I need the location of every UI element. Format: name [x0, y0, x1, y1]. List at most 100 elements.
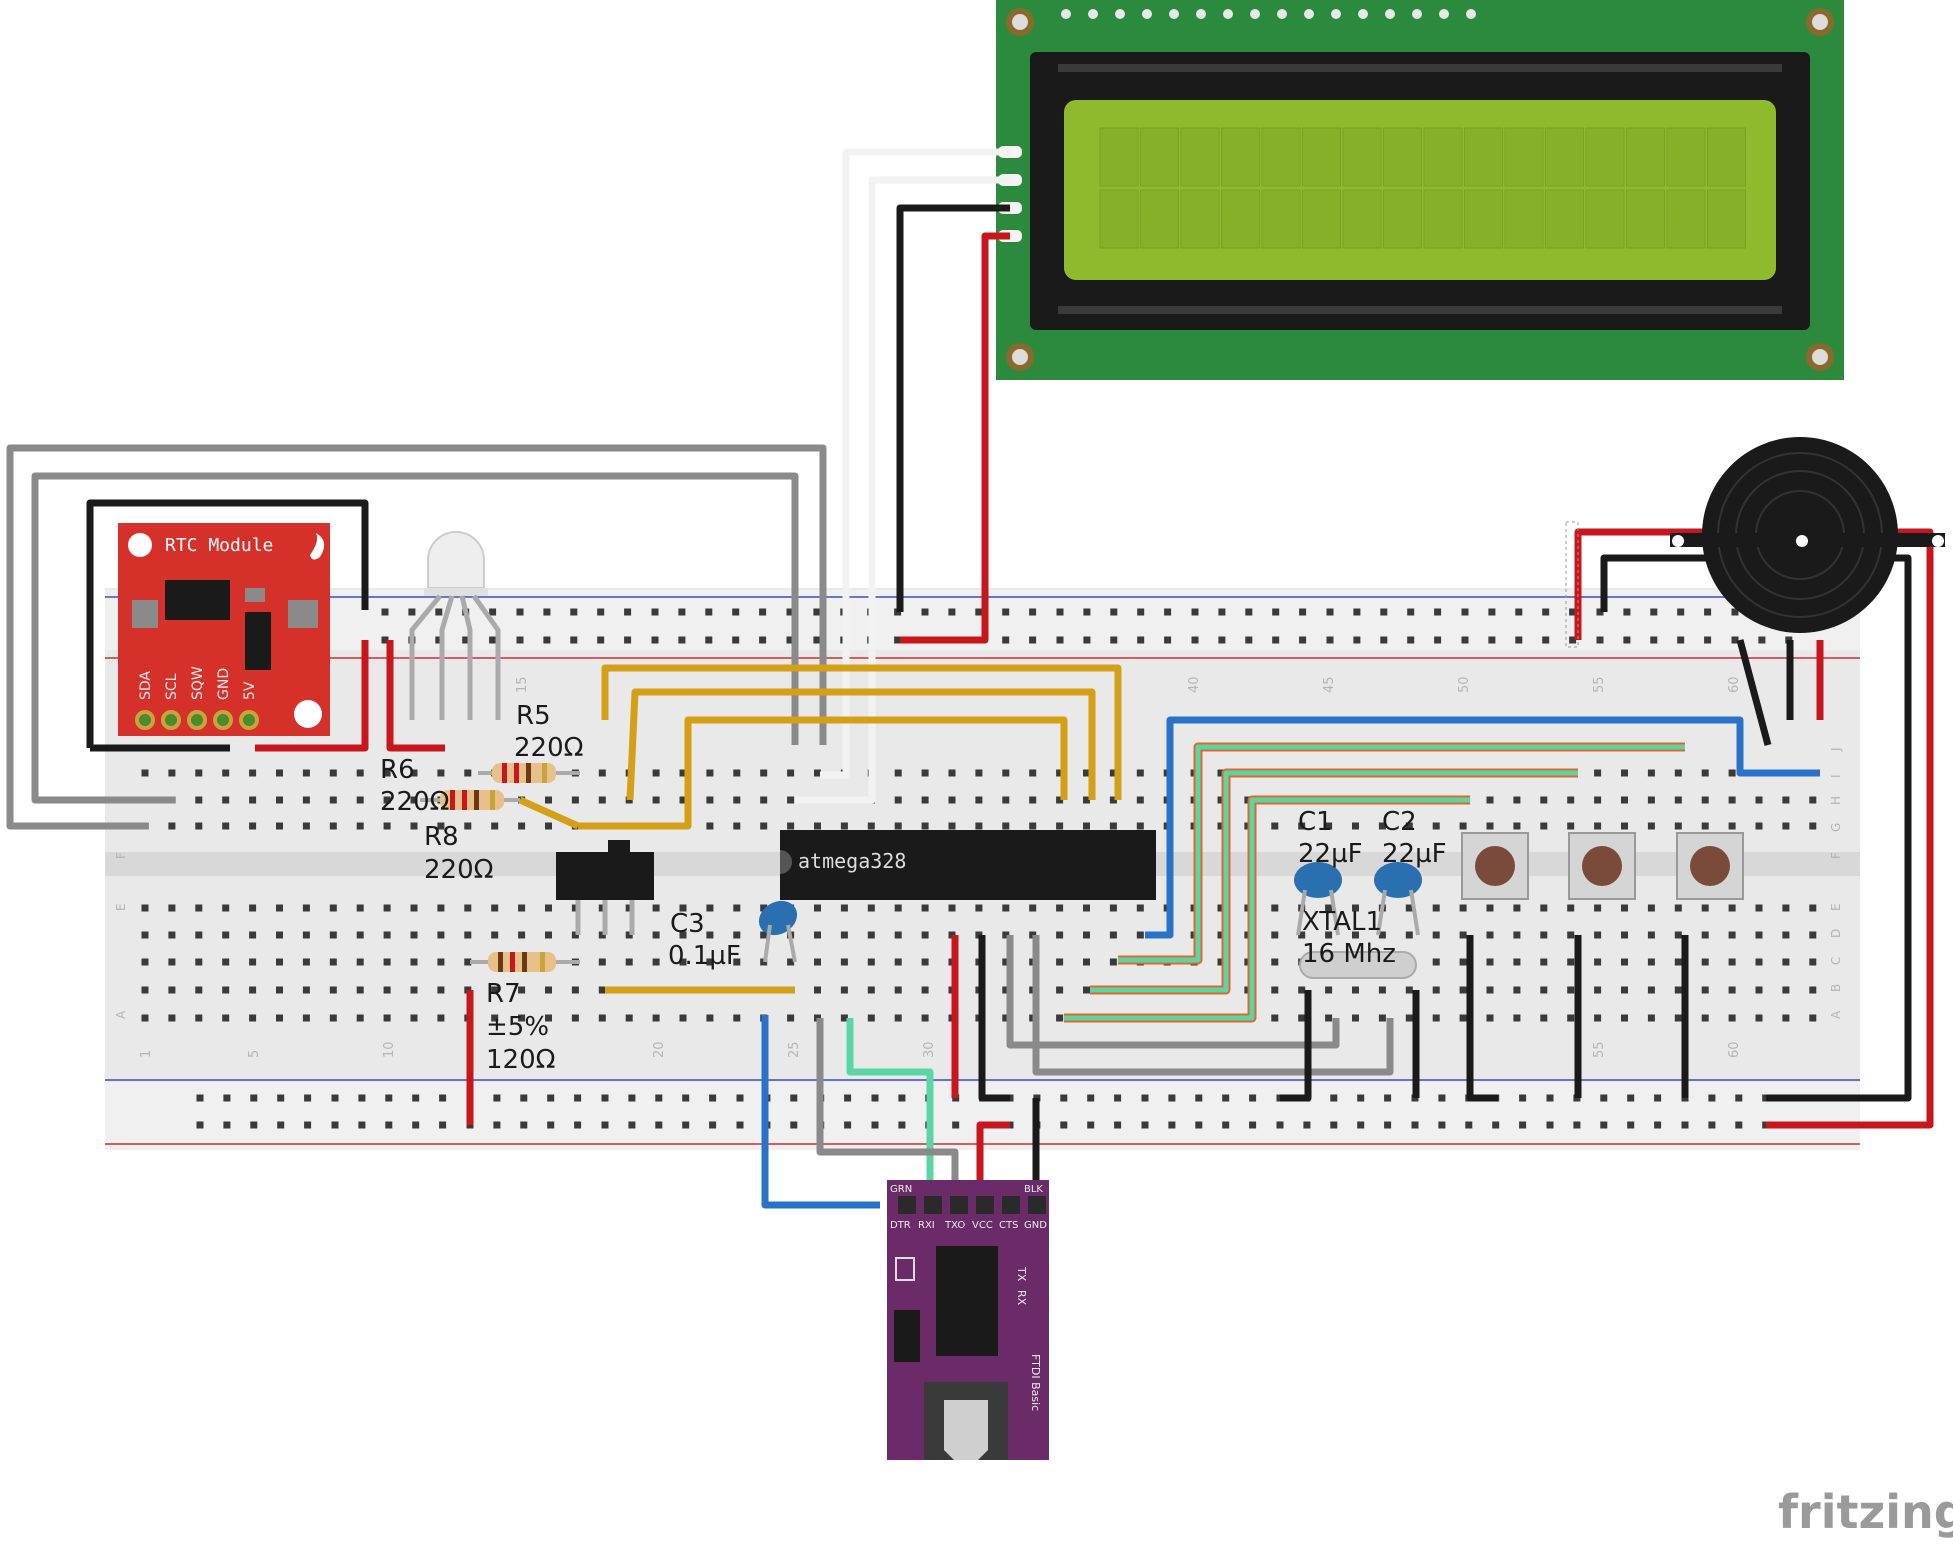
- breadboard-hole: [679, 904, 687, 912]
- piezo-buzzer: [1670, 437, 1945, 633]
- breadboard-hole: [975, 822, 983, 830]
- breadboard-hole: [516, 608, 524, 616]
- breadboard-hole: [437, 904, 445, 912]
- breadboard-hole: [709, 1121, 717, 1129]
- capacitor-lead: [786, 924, 797, 963]
- breadboard-hole: [571, 904, 579, 912]
- ftdi-pin: [950, 1196, 968, 1214]
- breadboard-hole: [1380, 608, 1388, 616]
- wire-grey-scl: [31, 472, 799, 804]
- ftdi-basic-board: GRN BLK DTR RXI TXO VCC CTS GND TX RX FT…: [887, 1180, 1049, 1460]
- breadboard-hole: [385, 1094, 393, 1102]
- breadboard-hole: [1164, 608, 1172, 616]
- breadboard-hole: [437, 986, 445, 994]
- wire-grey-txo: [816, 1018, 959, 1190]
- rtc-pin: [161, 710, 181, 730]
- breadboard-hole: [898, 1094, 906, 1102]
- lcd-cell: [1504, 189, 1544, 249]
- breadboard-hole: [574, 1121, 582, 1129]
- breadboard-hole: [276, 904, 283, 912]
- breadboard-hole: [1353, 636, 1361, 644]
- lcd-cell: [1504, 127, 1544, 187]
- resistor-r5: [478, 763, 580, 783]
- breadboard-hole: [1540, 931, 1548, 939]
- label-r8-ref: R8: [424, 822, 459, 852]
- breadboard-hole: [518, 931, 526, 939]
- breadboard-hole: [1083, 822, 1090, 830]
- breadboard-hole: [624, 608, 632, 616]
- breadboard-hole: [1217, 796, 1225, 804]
- breadboard-hole: [1325, 1014, 1333, 1022]
- wire-white-lcd-2: [795, 176, 1010, 804]
- rtc-pin-labels: SDA SCL SQW GND 5V: [138, 666, 258, 700]
- breadboard-hole: [1492, 1121, 1500, 1129]
- breadboard-hole: [1594, 822, 1602, 830]
- breadboard-hole: [1542, 608, 1550, 616]
- breadboard-hole: [464, 958, 472, 966]
- breadboard-hole: [733, 958, 741, 966]
- breadboard-hole: [921, 958, 929, 966]
- breadboard-hole: [598, 769, 606, 777]
- breadboard-hole: [1056, 904, 1064, 912]
- breadboard-hole: [570, 608, 578, 616]
- rtc-pin-label: 5V: [242, 681, 258, 700]
- breadboard-hole: [1594, 904, 1602, 912]
- breadboard-hole: [732, 636, 740, 644]
- breadboard-hole: [491, 1014, 499, 1022]
- breadboard-hole: [1540, 986, 1548, 994]
- breadboard-hole: [1352, 822, 1359, 830]
- breadboard-hole: [1087, 1094, 1095, 1102]
- wire-yellow-4: [518, 796, 580, 830]
- breadboard-hole: [733, 904, 741, 912]
- breadboard-hole: [1029, 636, 1037, 644]
- breadboard-hole: [867, 822, 875, 830]
- breadboard-hole: [1647, 931, 1655, 939]
- push-button-1: [1461, 832, 1529, 900]
- breadboard-hole: [1486, 986, 1494, 994]
- breadboard-hole: [1567, 986, 1575, 994]
- sparkfun-flame-icon: [310, 533, 325, 560]
- wire-white-lcd-1: [820, 148, 1010, 779]
- breadboard-hole: [679, 1014, 687, 1022]
- breadboard-hole: [1540, 822, 1548, 830]
- resistor-band: [462, 790, 467, 810]
- breadboard-hole: [249, 796, 257, 804]
- led-leg: [471, 594, 501, 720]
- label-r7-tolerance: ±5%: [486, 1012, 549, 1042]
- mount-hole-icon: [1806, 343, 1834, 371]
- breadboard-hole: [1002, 1014, 1010, 1022]
- breadboard-hole: [840, 986, 848, 994]
- breadboard-hole: [1438, 1121, 1446, 1129]
- breadboard-hole: [141, 769, 149, 777]
- lcd-pin: [1304, 9, 1314, 19]
- breadboard-hole: [894, 822, 902, 830]
- breadboard-hole: [1519, 1094, 1527, 1102]
- breadboard-hole: [682, 1094, 690, 1102]
- col-number: 45: [1322, 676, 1337, 693]
- breadboard-hole: [383, 986, 391, 994]
- crystal-xtal1: [1299, 951, 1417, 979]
- lcd-cell: [1302, 189, 1341, 249]
- breadboard-hole: [1573, 1121, 1581, 1129]
- breadboard-hole: [1546, 1121, 1554, 1129]
- col-number: 55: [1592, 676, 1607, 693]
- breadboard-hole: [464, 931, 472, 939]
- breadboard-hole: [250, 1094, 258, 1102]
- breadboard-hole: [894, 904, 902, 912]
- breadboard-hole: [1486, 822, 1494, 830]
- breadboard-hole: [652, 931, 660, 939]
- wire-black-buzzer-lead: [1736, 639, 1772, 746]
- breadboard-hole: [1600, 1121, 1608, 1129]
- breadboard-hole: [787, 769, 795, 777]
- breadboard-hole: [1217, 822, 1225, 830]
- breadboard-hole: [276, 958, 283, 966]
- breadboard: 15 40 45 50 55 60 1 5 10 20 25 30 55 60 …: [105, 588, 1860, 1150]
- breadboard-hole: [1627, 1094, 1635, 1102]
- label-c2-value: 22µF: [1382, 839, 1447, 869]
- breadboard-hole: [1083, 931, 1090, 939]
- wire-red-rtc-5v: [255, 640, 369, 752]
- lcd-pin: [1061, 9, 1071, 19]
- breadboard-hole: [195, 796, 203, 804]
- resistor-band: [474, 790, 479, 810]
- rtc-pin: [187, 710, 207, 730]
